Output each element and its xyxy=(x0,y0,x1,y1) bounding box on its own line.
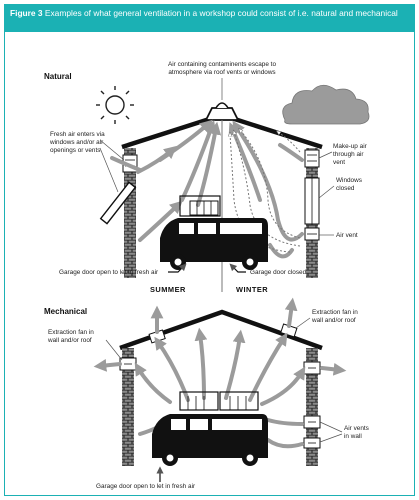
air-vents-wall-label-2: in wall xyxy=(344,433,362,440)
summer-label: SUMMER xyxy=(150,285,186,294)
natural-door-open-label: Garage door open to let in fresh air xyxy=(59,269,159,276)
natural-left-wall xyxy=(124,148,136,278)
natural-door-closed-label: Garage door closed xyxy=(250,269,307,276)
makeup-air-pointer xyxy=(318,151,333,159)
fresh-air-pointer-2 xyxy=(99,147,119,193)
figure-caption-banner: Figure 3 Examples of what general ventil… xyxy=(4,4,415,32)
natural-roof xyxy=(121,102,323,150)
fan-left-pointer xyxy=(105,339,123,361)
air-vents-wall-pointer-2 xyxy=(319,433,343,443)
fresh-air-label-2: windows and/or air xyxy=(49,139,104,146)
mechanical-left-wall xyxy=(122,348,134,466)
air-vents-wall-pointer-1 xyxy=(319,421,343,433)
windows-closed-pointer xyxy=(318,185,335,199)
fan-right-label-1: Extraction fan in xyxy=(312,309,358,316)
cloud-icon xyxy=(282,84,370,125)
right-upper-vent xyxy=(304,149,320,168)
natural-title: Natural xyxy=(44,72,72,81)
mechanical-title: Mechanical xyxy=(44,307,87,316)
winter-label: WINTER xyxy=(236,285,268,294)
fresh-air-label-3: openings or vents xyxy=(50,147,100,154)
mechanical-right-wall xyxy=(306,348,318,466)
roof-note-line-2: atmosphere via roof vents or windows xyxy=(168,69,275,76)
makeup-air-label-3: vent xyxy=(333,159,345,166)
fresh-air-pointer-1 xyxy=(99,139,125,161)
windows-closed-label-2: closed xyxy=(336,185,355,192)
roof-note-line-1: Air containing contaminents escape to xyxy=(168,61,276,68)
fan-right-label-2: wall and/or roof xyxy=(311,317,356,324)
air-vent-label: Air vent xyxy=(336,232,358,239)
air-vents-wall-label-1: Air vents xyxy=(344,425,369,432)
figure-number: Figure 3 xyxy=(10,8,43,18)
left-extraction-fan-icon xyxy=(119,357,137,371)
door-open-arrow xyxy=(168,263,187,273)
fan-left-label-2: wall and/or roof xyxy=(47,337,92,344)
roof-vent-icon xyxy=(204,107,240,121)
mechanical-door-open-label: Garage door open to let in fresh air xyxy=(96,483,196,490)
figure-frame xyxy=(4,32,415,496)
sun-icon xyxy=(96,86,134,124)
summer-airflow-arrows xyxy=(110,119,222,242)
windows-closed-label-1: Windows xyxy=(336,177,362,184)
fresh-air-label-1: Fresh air enters via xyxy=(50,131,105,138)
makeup-air-label-1: Make-up air xyxy=(333,143,368,150)
door-closed-arrow xyxy=(229,263,246,273)
fan-right-pointer xyxy=(295,317,311,329)
fan-left-label-1: Extraction fan in xyxy=(48,329,94,336)
open-window xyxy=(99,181,137,225)
figure-caption: Examples of what general ventilation in … xyxy=(44,8,398,18)
mechanical-van-icon xyxy=(152,391,268,466)
right-extraction-fan-icon xyxy=(303,361,321,375)
makeup-air-label-2: through air xyxy=(333,151,364,158)
